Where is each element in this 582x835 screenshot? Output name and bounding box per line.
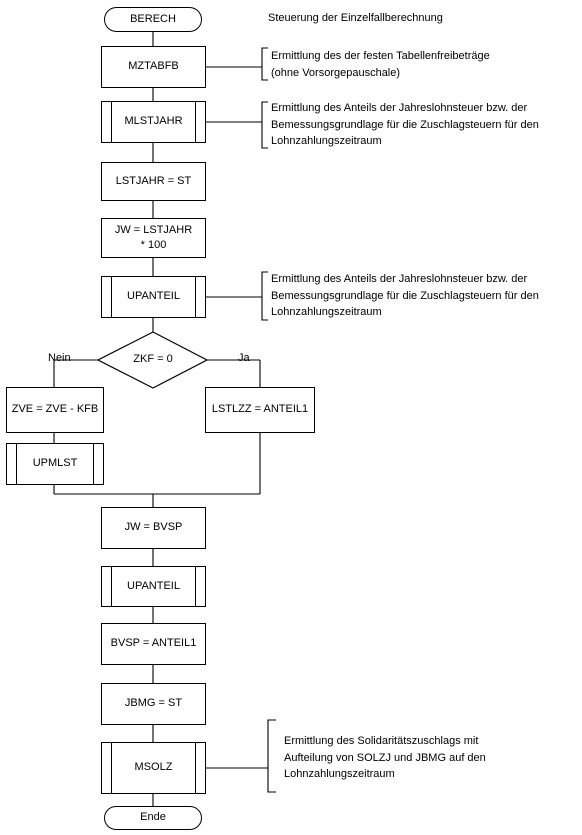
note-mlstjahr-line-1: Ermittlung des Anteils der Jahreslohnste… — [271, 102, 528, 114]
decision-yes-label: Ja — [238, 352, 250, 364]
note-mztabfb-line-2: (ohne Vorsorgepauschale) — [271, 66, 401, 79]
decision-condition: ZKF = 0 — [133, 353, 173, 365]
step-lstlzz: LSTLZZ = ANTEIL1 — [205, 387, 315, 433]
step-lstjahr-st-label: LSTJAHR = ST — [115, 174, 192, 187]
step-lstjahr-st: LSTJAHR = ST — [101, 162, 206, 201]
subprocess-upmlst: UPMLST — [6, 443, 104, 485]
end-terminal: Ende — [104, 806, 202, 830]
title-note: Steuerung der Einzelfallberechnung — [268, 12, 443, 24]
note-mztabfb: Ermittlung des der festen Tabellenfreibe… — [271, 48, 490, 81]
step-jbmg-st-label: JBMG = ST — [124, 697, 183, 710]
subprocess-mlstjahr-label: MLSTJAHR — [124, 115, 183, 128]
note-msolz-line-2: Aufteilung von SOLZJ und JBMG auf den — [284, 751, 486, 764]
subprocess-upanteil-2: UPANTEIL — [101, 566, 206, 607]
decision-diamond — [96, 331, 209, 389]
note-upanteil: Ermittlung des Anteils der Jahreslohnste… — [271, 271, 539, 321]
start-label: BERECH — [130, 12, 176, 25]
step-jw-lstjahr-line-1: JW = LSTJAHR — [114, 223, 193, 236]
step-jbmg-st: JBMG = ST — [101, 683, 206, 725]
note-mlstjahr-line-2: Bemessungsgrundlage für die Zuschlagsteu… — [271, 118, 539, 131]
note-msolz-line-3: Lohnzahlungszeitraum — [284, 768, 395, 780]
start-terminal: BERECH — [104, 7, 202, 32]
subprocess-msolz-label: MSOLZ — [134, 761, 173, 774]
subprocess-msolz: MSOLZ — [101, 742, 206, 794]
subprocess-upmlst-label: UPMLST — [32, 457, 78, 470]
subprocess-upanteil-1-label: UPANTEIL — [127, 290, 180, 303]
note-upanteil-line-2: Bemessungsgrundlage für die Zuschlagsteu… — [271, 289, 539, 302]
step-zve-kfb: ZVE = ZVE - KFB — [6, 387, 104, 433]
subprocess-mlstjahr: MLSTJAHR — [101, 101, 206, 143]
step-mztabfb-label: MZTABFB — [128, 60, 179, 73]
step-mztabfb: MZTABFB — [101, 46, 206, 88]
step-jw-lstjahr-line-2: * 100 — [140, 239, 167, 251]
subprocess-upanteil-1: UPANTEIL — [101, 276, 206, 318]
note-msolz: Ermittlung des Solidaritätszuschlags mit… — [284, 733, 486, 783]
step-bvsp-anteil1: BVSP = ANTEIL1 — [101, 623, 206, 665]
note-mztabfb-line-1: Ermittlung des der festen Tabellenfreibe… — [271, 50, 490, 62]
end-label: Ende — [140, 811, 166, 824]
step-jw-lstjahr: JW = LSTJAHR * 100 — [101, 218, 206, 258]
note-msolz-line-1: Ermittlung des Solidaritätszuschlags mit — [284, 735, 479, 747]
step-jw-bvsp-label: JW = BVSP — [124, 521, 183, 534]
step-zve-kfb-label: ZVE = ZVE - KFB — [11, 403, 99, 416]
step-lstlzz-label: LSTLZZ = ANTEIL1 — [211, 403, 309, 416]
decision-no-label: Nein — [48, 352, 71, 364]
note-upanteil-line-1: Ermittlung des Anteils der Jahreslohnste… — [271, 273, 528, 285]
subprocess-upanteil-2-label: UPANTEIL — [127, 579, 180, 592]
note-mlstjahr: Ermittlung des Anteils der Jahreslohnste… — [271, 100, 539, 150]
step-bvsp-anteil1-label: BVSP = ANTEIL1 — [110, 637, 197, 650]
note-mlstjahr-line-3: Lohnzahlungszeitraum — [271, 135, 382, 147]
step-jw-bvsp: JW = BVSP — [101, 507, 206, 549]
note-upanteil-line-3: Lohnzahlungszeitraum — [271, 306, 382, 318]
